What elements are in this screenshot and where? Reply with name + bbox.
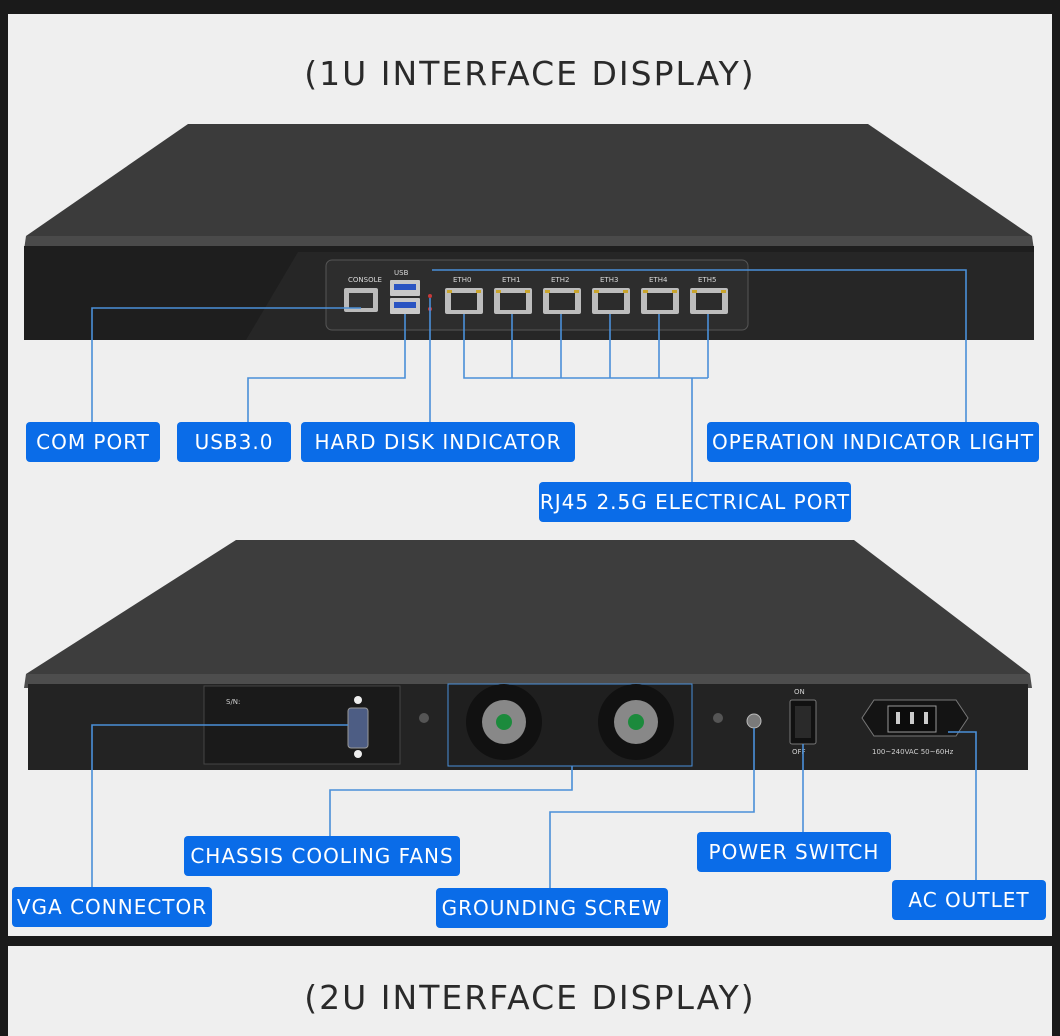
eth-port-4: ETH4 [641,276,679,314]
eth-port-label: ETH5 [698,276,716,284]
interface-panel-2u: (2U INTERFACE DISPLAY) [8,946,1052,1036]
vga-port [347,707,369,749]
label-power-switch: POWER SWITCH [697,832,891,872]
label-hdd-indicator: HARD DISK INDICATOR [301,422,575,462]
eth-port-0: ETH0 [445,276,483,314]
rear-chassis: S/N: ON [24,540,1032,770]
ethernet-ports: ETH0 ETH1 ETH2 ETH3 ETH4 ETH5 [445,276,728,314]
screw-1 [419,713,429,723]
fan-left [466,684,542,760]
eth-port-1: ETH1 [494,276,532,314]
section-title-2u: (2U INTERFACE DISPLAY) [304,978,756,1017]
label-grounding: GROUNDING SCREW [436,888,668,928]
label-vga: VGA CONNECTOR [12,887,212,927]
eth-port-5: ETH5 [690,276,728,314]
power-rocker-switch: ON OFF [789,688,817,756]
eth-port-label: ETH4 [649,276,668,284]
label-cooling-fans: CHASSIS COOLING FANS [184,836,460,876]
eth-port-2: ETH2 [543,276,581,314]
label-operation-light: OPERATION INDICATOR LIGHT [707,422,1039,462]
callout-lines [91,269,977,890]
sn-text: S/N: [226,698,240,706]
switch-off-text: OFF [792,748,806,756]
eth-port-label: ETH1 [502,276,520,284]
device-diagram: CONSOLE USB S/N: [24,124,1034,890]
fan-right [598,684,674,760]
label-rj45: RJ45 2.5G ELECTRICAL PORT [539,482,851,522]
ac-rating-text: 100~240VAC 50~60Hz [872,748,954,756]
usb-ports: USB [390,269,420,314]
usb-text: USB [394,269,409,277]
switch-on-text: ON [794,688,805,696]
label-usb3: USB3.0 [177,422,291,462]
console-port: CONSOLE [344,276,382,312]
grounding-screw [746,713,762,729]
power-led [428,294,432,298]
page-title: (1U INTERFACE DISPLAY) [304,54,756,93]
label-ac-outlet: AC OUTLET [892,880,1046,920]
ac-inlet: 100~240VAC 50~60Hz [861,699,969,756]
eth-port-label: ETH2 [551,276,569,284]
interface-panel-1u: (1U INTERFACE DISPLAY) CONSOLE USB [8,14,1052,936]
label-com-port: COM PORT [26,422,160,462]
chassis-lid [26,124,1032,236]
rear-lid [26,540,1030,674]
console-text: CONSOLE [348,276,382,284]
eth-port-label: ETH0 [453,276,471,284]
eth-port-label: ETH3 [600,276,618,284]
eth-port-3: ETH3 [592,276,630,314]
screw-2 [713,713,723,723]
